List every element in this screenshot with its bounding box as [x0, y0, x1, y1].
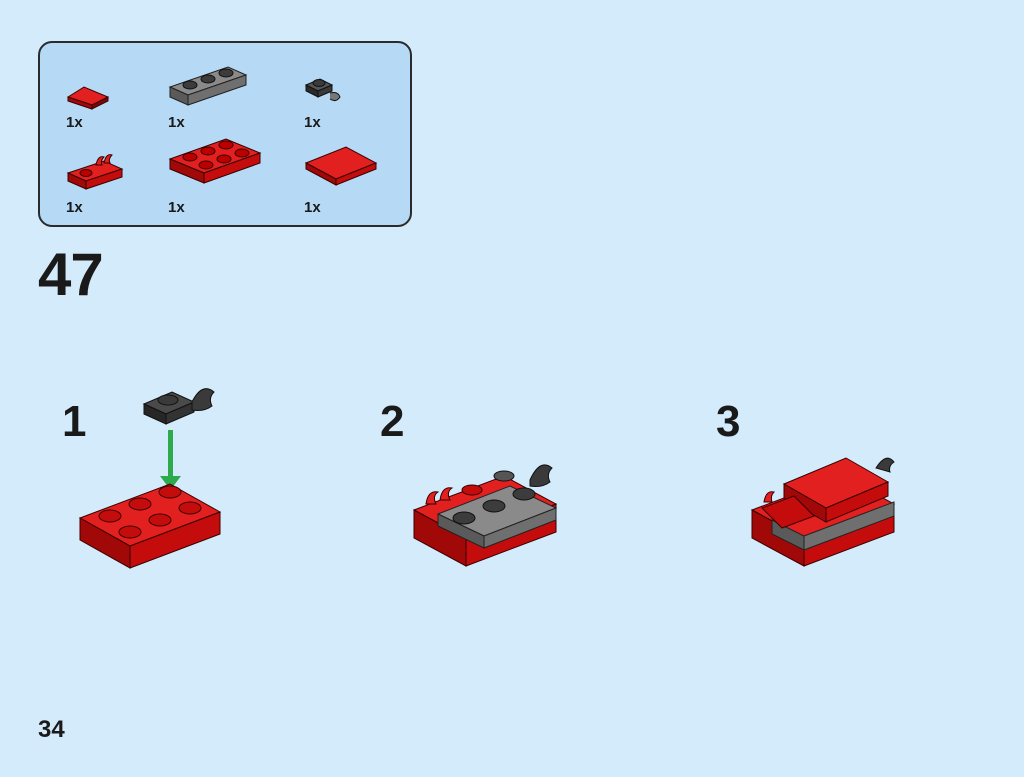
red-tile-2x2-icon: [304, 146, 378, 186]
page-number: 34: [38, 716, 65, 743]
part-qty: 1x: [304, 199, 321, 216]
red-plate-2x3-icon: [78, 483, 222, 569]
black-clip-plate-icon: [142, 388, 215, 425]
red-plate-clips-icon: [66, 154, 124, 190]
part-qty: 1x: [66, 199, 83, 216]
black-clip-plate-icon: [304, 78, 341, 102]
red-wedge-tile-icon: [66, 86, 110, 110]
sub-step-1-illustration: [78, 388, 222, 569]
red-plate-2x3-icon: [168, 138, 262, 184]
step-number: 47: [38, 241, 104, 308]
sub-step-label: 3: [716, 397, 741, 446]
sub-step-label: 1: [62, 397, 87, 446]
sub-step-label: 2: [380, 397, 405, 446]
gray-plate-1x3-icon: [168, 66, 248, 106]
part-qty: 1x: [168, 199, 185, 216]
placement-arrow-icon: [160, 430, 181, 490]
part-qty: 1x: [168, 114, 185, 131]
sub-step-3-illustration: [750, 457, 896, 567]
parts-list-box: 1x 1x 1x 1x 1x: [38, 41, 412, 227]
part-qty: 1x: [304, 114, 321, 131]
sub-step-2-illustration: [412, 464, 558, 567]
part-qty: 1x: [66, 114, 83, 131]
